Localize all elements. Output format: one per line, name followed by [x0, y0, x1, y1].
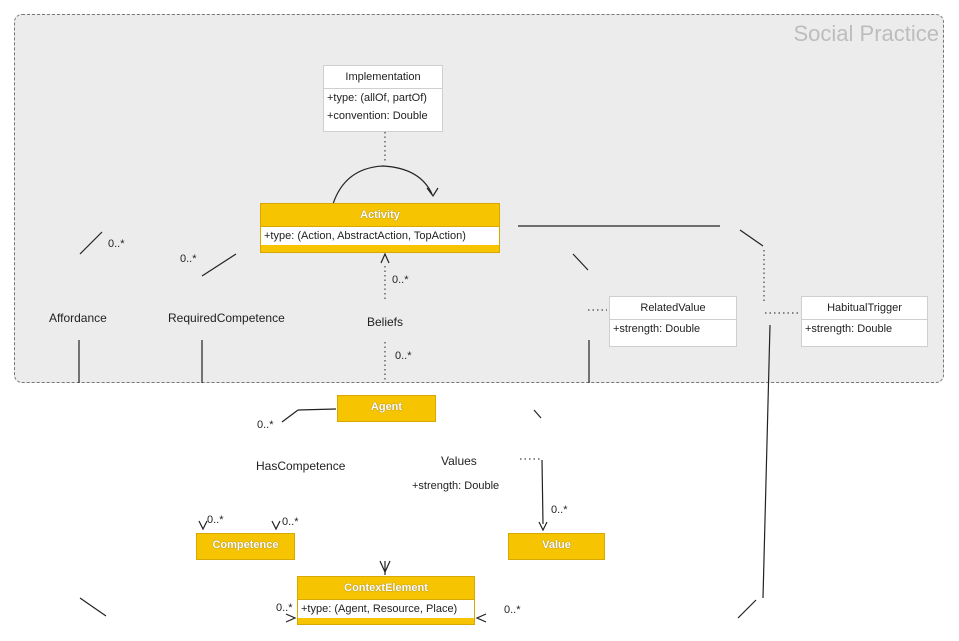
- context-right-arrowhead: [475, 613, 487, 623]
- value-arrowhead: [538, 521, 548, 532]
- habitual-trigger-down-link: [762, 324, 771, 599]
- multiplicity-beliefs-activity: 0..*: [392, 274, 409, 286]
- affordance-link: [79, 231, 103, 255]
- agent-left-link: [297, 408, 337, 411]
- activity-lower-right-link: [572, 253, 589, 271]
- beliefs-label: Beliefs: [367, 315, 404, 329]
- context-left-link: [79, 597, 107, 617]
- implementation-attr-convention: +convention: Double: [327, 110, 428, 122]
- competence-name: Competence: [212, 539, 279, 551]
- competence-right-arrowhead: [271, 520, 281, 531]
- competence-left-arrowhead: [198, 520, 208, 531]
- activity-right-diag: [739, 229, 764, 247]
- competence-class: Competence: [196, 533, 295, 560]
- multiplicity-context-left: 0..*: [276, 602, 293, 614]
- value-name: Value: [542, 539, 571, 551]
- agent-name: Agent: [370, 401, 403, 413]
- multiplicity-has-competence-agent: 0..*: [257, 419, 274, 431]
- context-right-link: [737, 599, 757, 619]
- habitual-trigger-name: HabitualTrigger: [827, 302, 902, 314]
- multiplicity-affordance: 0..*: [108, 238, 125, 250]
- value-class: Value: [508, 533, 605, 560]
- habitual-trigger-attr-strength: +strength: Double: [805, 323, 893, 335]
- multiplicity-value: 0..*: [551, 504, 568, 516]
- activity-self-loop: [332, 165, 433, 205]
- required-competence-label: RequiredCompetence: [168, 311, 285, 325]
- activity-name: Activity: [360, 209, 400, 221]
- affordance-label: Affordance: [49, 311, 107, 325]
- implementation-name: Implementation: [345, 71, 421, 83]
- multiplicity-competence-left: 0..*: [207, 514, 224, 526]
- package-title: Social Practice: [793, 21, 939, 46]
- required-competence-link: [201, 253, 237, 277]
- context-element-name: ContextElement: [344, 582, 428, 594]
- beliefs-arrowhead: [380, 252, 390, 264]
- values-label: Values: [441, 454, 477, 468]
- multiplicity-required-competence: 0..*: [180, 253, 197, 265]
- values-attr: +strength: Double: [412, 480, 500, 492]
- habitual-trigger-class: HabitualTrigger +strength: Double: [801, 296, 928, 347]
- context-element-class: ContextElement +type: (Agent, Resource, …: [297, 576, 475, 625]
- agent-right-link: [533, 409, 542, 419]
- has-competence-label: HasCompetence: [256, 459, 346, 473]
- multiplicity-beliefs-agent: 0..*: [395, 350, 412, 362]
- activity-class: Activity +type: (Action, AbstractAction,…: [260, 203, 500, 253]
- agent-class: Agent: [337, 395, 436, 422]
- value-link: [541, 459, 544, 525]
- social-practice-package: Social Practice: [14, 14, 944, 383]
- related-value-name: RelatedValue: [640, 302, 706, 314]
- related-value-class: RelatedValue +strength: Double: [609, 296, 737, 347]
- implementation-attr-type: +type: (allOf, partOf): [327, 92, 427, 104]
- activity-self-loop-arrowhead: [426, 187, 439, 198]
- implementation-class: Implementation +type: (allOf, partOf) +c…: [323, 65, 443, 132]
- activity-attr-type: +type: (Action, AbstractAction, TopActio…: [264, 230, 466, 242]
- related-value-attr-strength: +strength: Double: [613, 323, 701, 335]
- multiplicity-context-right: 0..*: [504, 604, 521, 616]
- multiplicity-competence-right: 0..*: [282, 516, 299, 528]
- context-left-arrowhead: [285, 613, 297, 623]
- agent-left-diag: [281, 409, 299, 423]
- context-element-attr-type: +type: (Agent, Resource, Place): [301, 603, 458, 615]
